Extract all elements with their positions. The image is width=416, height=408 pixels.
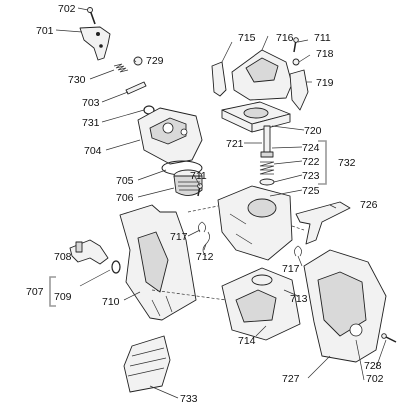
- part-730-spring: [113, 63, 129, 73]
- part-708-nozzle: [69, 239, 109, 265]
- label-706: 706: [116, 192, 134, 204]
- label-711-mid: 711: [190, 170, 207, 182]
- part-725-boiler-body: [217, 185, 293, 261]
- label-705: 705: [116, 175, 134, 187]
- label-701: 701: [36, 25, 54, 37]
- label-727: 727: [282, 373, 300, 385]
- part-722-spring: [259, 161, 275, 175]
- label-717-right: 717: [282, 263, 300, 275]
- bracket-707: [49, 276, 56, 307]
- part-711-screw-top: [293, 37, 299, 53]
- part-703-rod: [125, 81, 147, 95]
- label-716: 716: [276, 32, 294, 44]
- label-724: 724: [302, 142, 320, 154]
- label-722: 722: [302, 156, 320, 168]
- part-715-bracket: [211, 61, 227, 97]
- label-708: 708: [54, 251, 72, 263]
- part-702-screw-top: [87, 7, 96, 25]
- part-717-clip-right: [294, 245, 302, 257]
- label-718: 718: [316, 48, 334, 60]
- part-733-grille: [123, 335, 171, 393]
- part-728-screw: [381, 333, 397, 343]
- assembly-lines: [151, 205, 305, 301]
- label-720: 720: [304, 125, 322, 137]
- part-720-tray: [221, 101, 291, 133]
- label-723: 723: [302, 170, 320, 182]
- part-labels: 702 701 729 730 703 731 704 705 706 711 …: [26, 3, 384, 405]
- label-710: 710: [102, 296, 120, 308]
- part-717-clip-left: [198, 221, 206, 233]
- label-702-top: 702: [58, 3, 76, 15]
- label-717-left: 717: [170, 231, 188, 243]
- label-703: 703: [82, 97, 100, 109]
- label-719: 719: [316, 77, 334, 89]
- part-714-base: [221, 267, 301, 341]
- part-719-lever: [289, 69, 309, 111]
- label-702-bottom: 702: [366, 373, 384, 385]
- part-721-stem: [260, 125, 274, 158]
- label-704: 704: [84, 145, 102, 157]
- leader-lines: [55, 7, 387, 399]
- part-709-oring: [111, 260, 121, 274]
- part-704-pump-head: [137, 107, 203, 165]
- part-710-left-frame: [119, 204, 197, 321]
- label-732: 732: [338, 157, 356, 169]
- label-729: 729: [146, 55, 164, 67]
- part-718-pin: [292, 58, 300, 66]
- label-713: 713: [290, 293, 308, 305]
- label-711-top: 711: [314, 32, 331, 44]
- label-715: 715: [238, 32, 256, 44]
- part-723-washer: [259, 178, 275, 186]
- label-714: 714: [238, 335, 256, 347]
- part-729-ball: [133, 56, 143, 66]
- label-730: 730: [68, 74, 86, 86]
- label-731: 731: [82, 117, 100, 129]
- label-709: 709: [54, 291, 72, 303]
- label-725: 725: [302, 185, 320, 197]
- part-726-lever-arm: [295, 201, 351, 245]
- label-728: 728: [364, 360, 382, 372]
- label-726: 726: [360, 199, 378, 211]
- part-701-lever: [79, 26, 111, 61]
- part-706-filter: [173, 169, 203, 196]
- label-721: 721: [226, 138, 244, 150]
- part-727-right-frame: [303, 249, 387, 363]
- label-733: 733: [180, 393, 198, 405]
- label-707: 707: [26, 286, 44, 298]
- part-716-top-housing: [231, 49, 293, 101]
- bracket-732: [318, 140, 327, 185]
- label-712: 712: [196, 251, 214, 263]
